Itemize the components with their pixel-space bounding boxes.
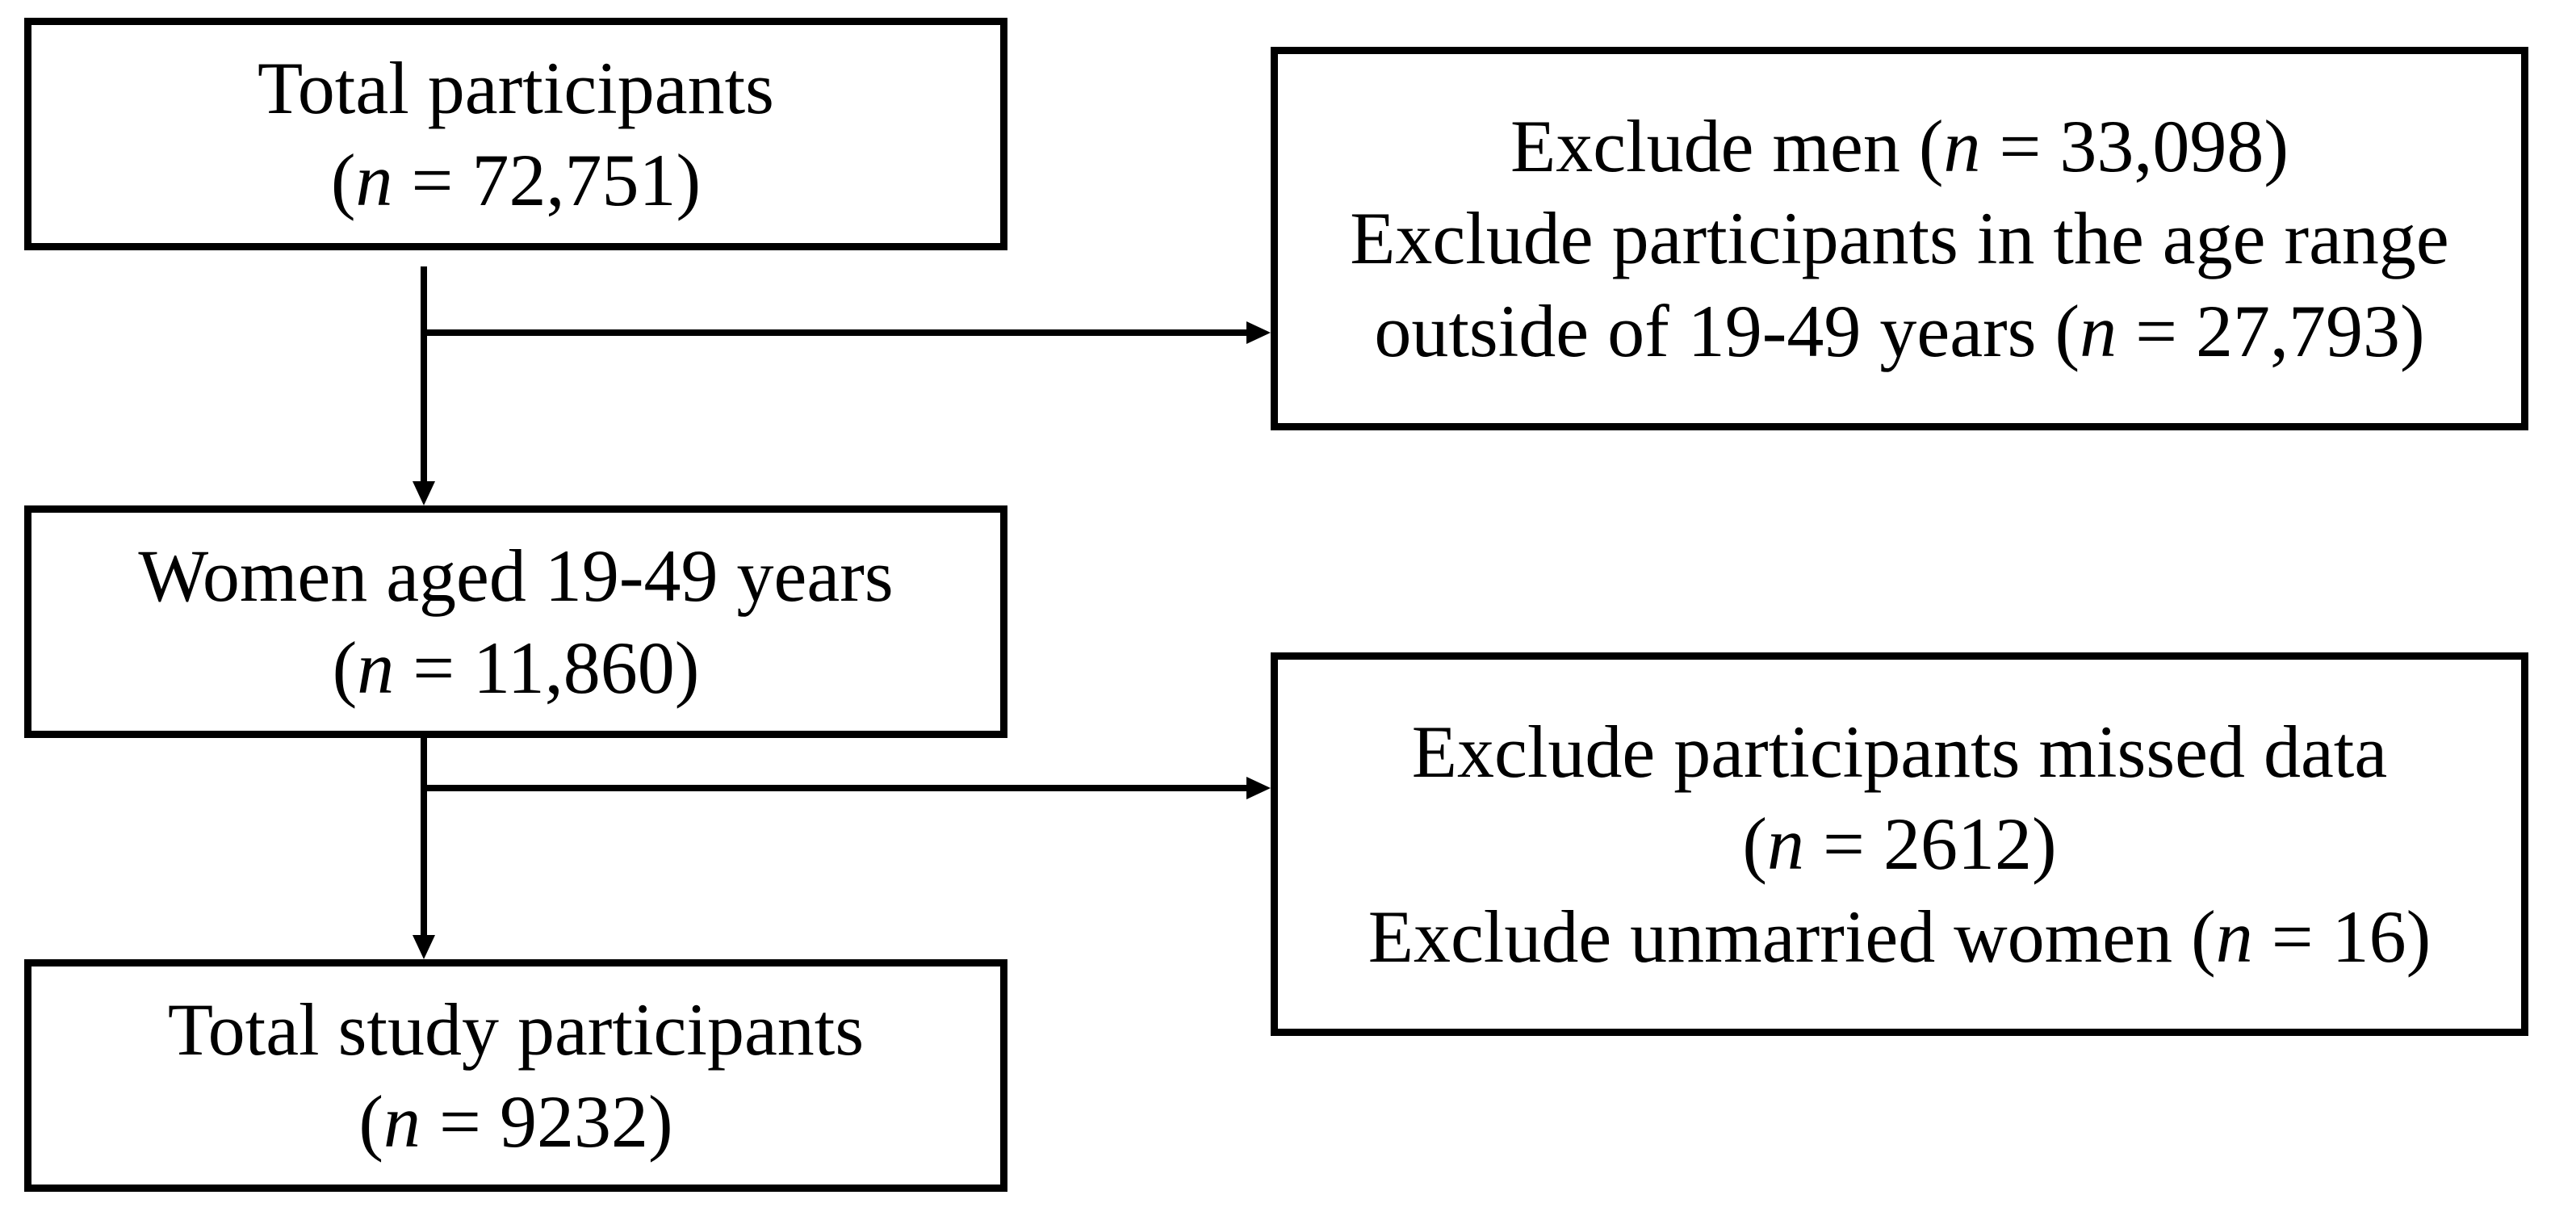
n-symbol: n xyxy=(1943,105,1981,188)
n-symbol: n xyxy=(1767,803,1805,886)
exclusion-missing-data-line: Exclude participants missed data xyxy=(1411,711,2388,794)
n-symbol: n xyxy=(357,627,395,709)
box-total-participants: Total participants (n = 72,751) xyxy=(24,18,1007,250)
arrowhead-study xyxy=(413,935,435,959)
n-symbol: n xyxy=(355,139,393,221)
box-women-aged: Women aged 19-49 years (n = 11,860) xyxy=(24,505,1007,738)
n-symbol: n xyxy=(2215,895,2253,978)
total-study-title: Total study participants xyxy=(167,987,865,1071)
exclusion-men-line: Exclude men (n = 33,098) xyxy=(1510,105,2289,188)
total-study-value: 9232 xyxy=(499,1080,648,1163)
n-symbol: n xyxy=(383,1080,421,1163)
box-exclusion-1: Exclude men (n = 33,098) Exclude partici… xyxy=(1271,47,2528,430)
box-exclusion-2: Exclude participants missed data (n = 26… xyxy=(1271,652,2528,1036)
exclusion-missing-data-count: (n = 2612) xyxy=(1742,803,2057,886)
excluded-missing-value: 2612 xyxy=(1883,803,2032,886)
women-aged-count: (n = 11,860) xyxy=(332,627,700,709)
total-participants-value: 72,751 xyxy=(471,139,676,221)
women-aged-title: Women aged 19-49 years xyxy=(138,534,894,617)
box-total-study-participants: Total study participants (n = 9232) xyxy=(24,959,1007,1192)
excluded-unmarried-value: 16 xyxy=(2331,895,2406,978)
exclusion-age-line-1: Exclude participants in the age range xyxy=(1350,197,2449,280)
arrowhead-women xyxy=(413,481,435,505)
total-study-count: (n = 9232) xyxy=(358,1080,673,1163)
women-aged-value: 11,860 xyxy=(473,627,675,709)
arrowhead-exclusion-2 xyxy=(1246,777,1271,799)
exclusion-age-line-2: outside of 19-49 years (n = 27,793) xyxy=(1374,289,2425,372)
total-participants-title: Total participants xyxy=(258,46,774,129)
total-participants-count: (n = 72,751) xyxy=(330,139,702,221)
arrowhead-exclusion-1 xyxy=(1246,321,1271,344)
excluded-men-value: 33,098 xyxy=(2059,105,2264,188)
n-symbol: n xyxy=(2080,289,2117,372)
exclusion-unmarried-line: Exclude unmarried women (n = 16) xyxy=(1368,895,2431,978)
excluded-age-value: 27,793 xyxy=(2196,289,2401,372)
